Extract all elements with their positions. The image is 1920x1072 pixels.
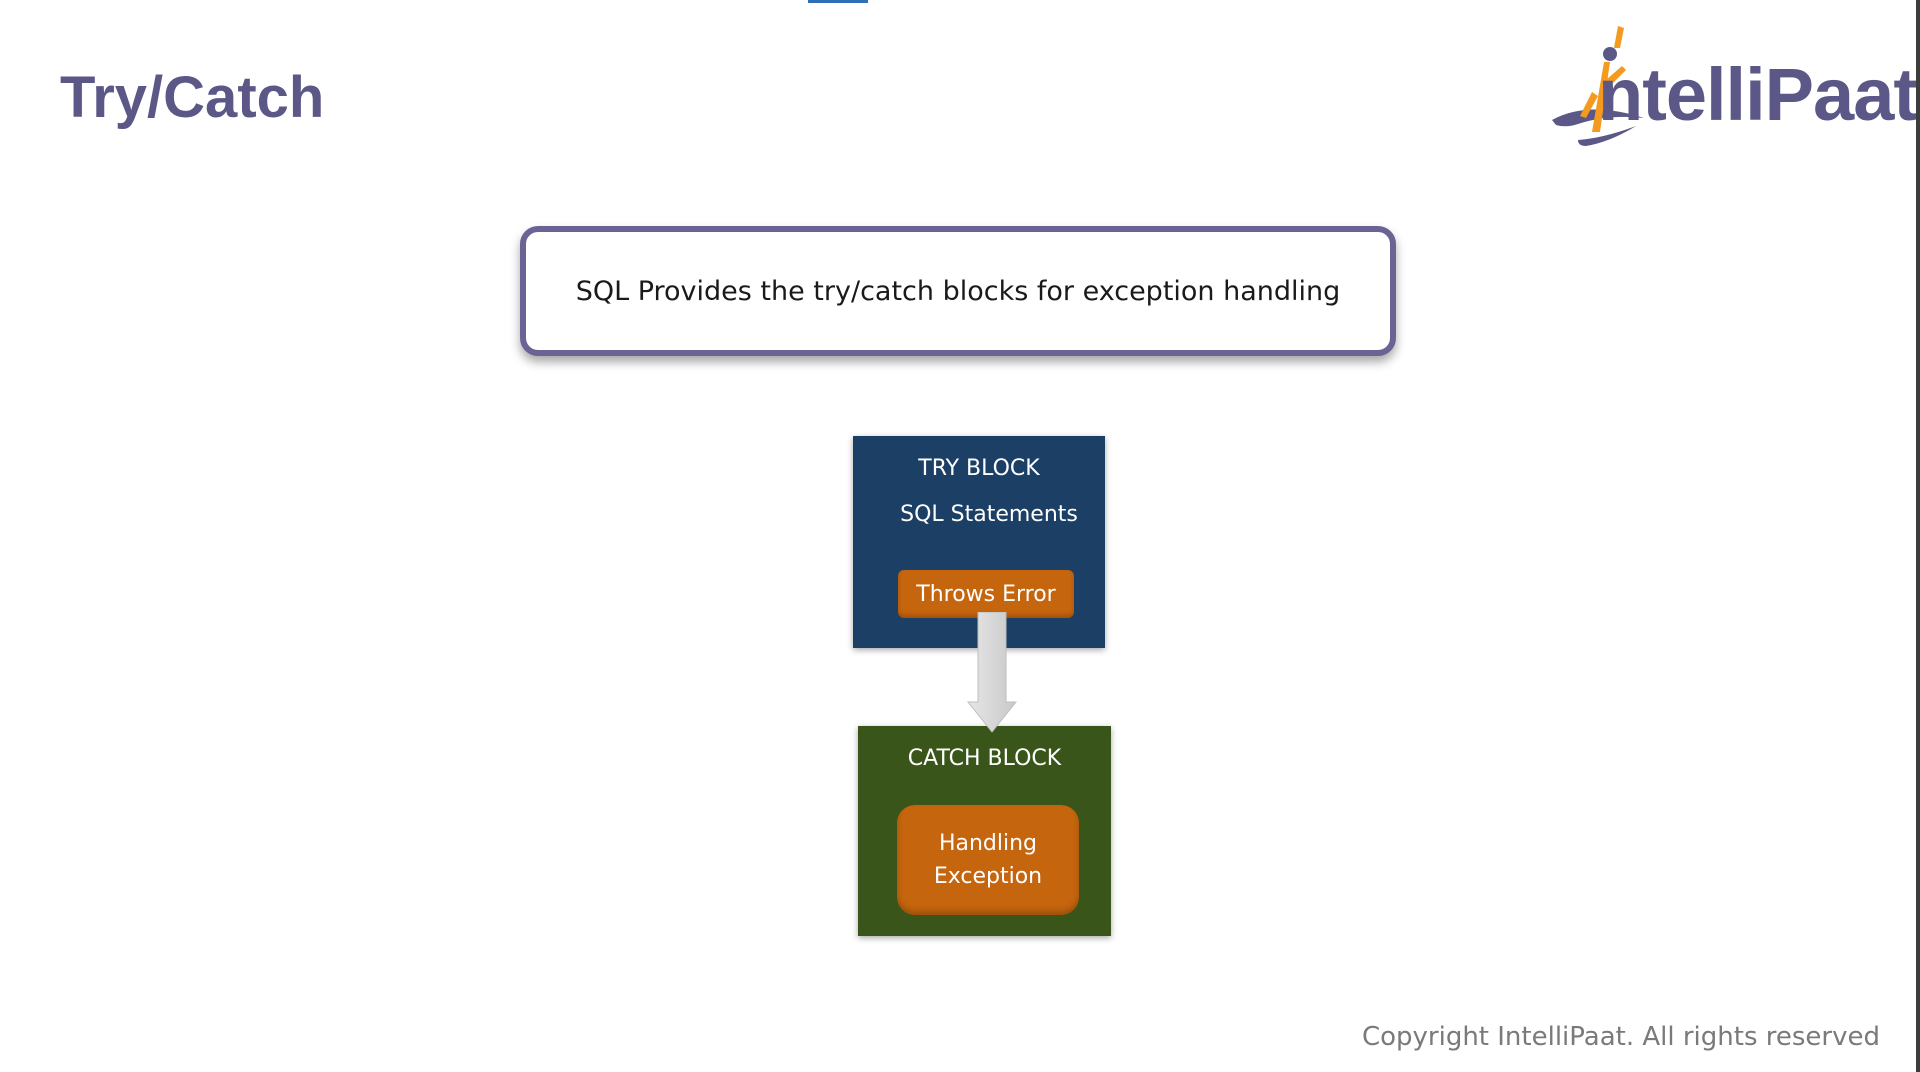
intro-callout: SQL Provides the try/catch blocks for ex… — [520, 226, 1396, 356]
copyright-notice: Copyright IntelliPaat. All rights reserv… — [1361, 1022, 1880, 1052]
logo-wordmark: ntelliPaat — [1598, 53, 1918, 136]
try-block: TRY BLOCK SQL Statements Throws Error — [853, 436, 1105, 648]
handling-line-1: Handling — [938, 831, 1038, 856]
slide-title: Try/Catch — [60, 65, 325, 130]
right-edge-strip — [1916, 0, 1920, 1072]
down-arrow-icon — [966, 612, 1018, 733]
top-accent-bar — [808, 0, 868, 3]
logo-figure-icon — [1552, 26, 1644, 146]
throws-error-pill: Throws Error — [898, 570, 1074, 618]
try-block-statements: SQL Statements — [900, 502, 1078, 527]
intro-text: SQL Provides the try/catch blocks for ex… — [575, 275, 1341, 307]
intellipaat-logo: ntelliPaat — [1548, 22, 1918, 152]
catch-block: CATCH BLOCK Handling Exception — [858, 726, 1111, 936]
try-block-title: TRY BLOCK — [918, 456, 1040, 481]
catch-block-title: CATCH BLOCK — [907, 746, 1062, 771]
handling-line-2: Exception — [933, 864, 1043, 889]
handling-exception-pill: Handling Exception — [897, 805, 1079, 915]
